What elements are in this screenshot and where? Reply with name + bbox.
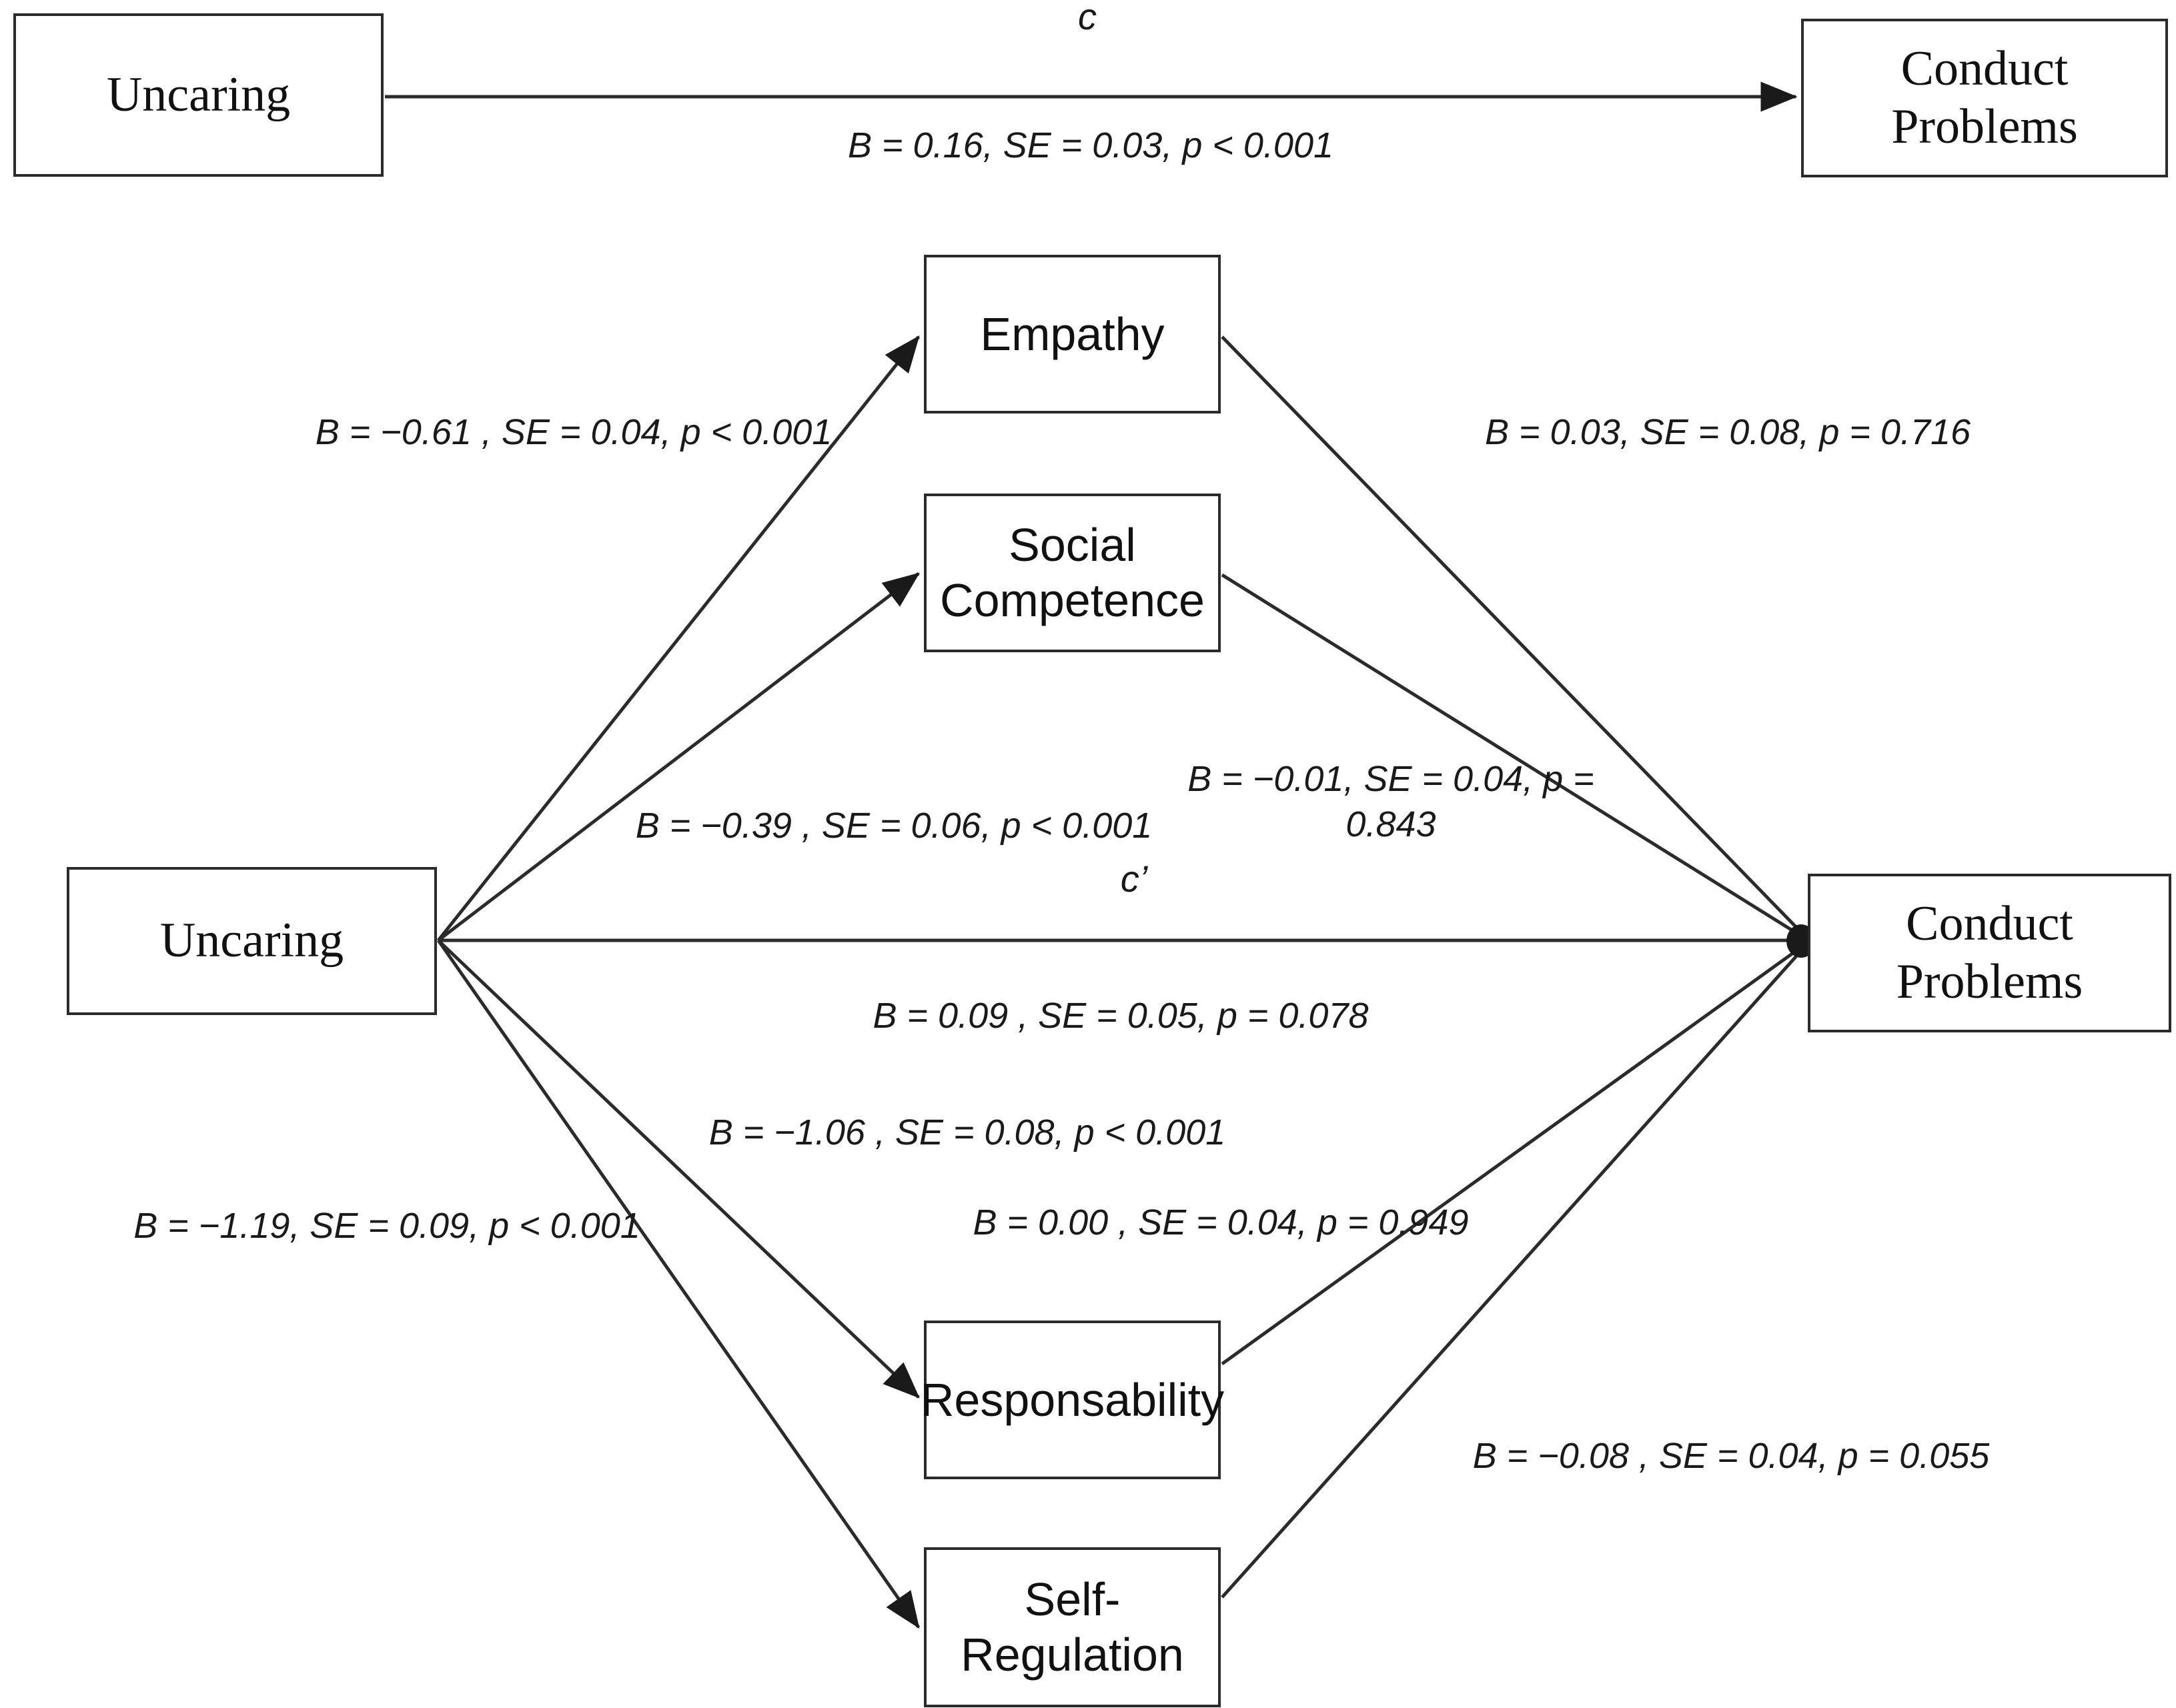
path-stats-a-empathy: B = −0.61 , SE = 0.04, p < 0.001 xyxy=(315,412,833,452)
path-stats-c: B = 0.16, SE = 0.03, p < 0.001 xyxy=(847,125,1334,165)
node-uncaring-top-label: Uncaring xyxy=(106,67,291,122)
path-stats-cprime: B = 0.09 , SE = 0.05, p = 0.078 xyxy=(873,996,1369,1036)
node-social-competence-label-line2: Competence xyxy=(940,574,1205,626)
node-social-competence[interactable]: Social Competence xyxy=(924,494,1221,652)
arrow-b-self-regulation-to-conduct xyxy=(1221,945,1806,1599)
node-empathy[interactable]: Empathy xyxy=(924,255,1221,413)
node-conduct-problems-bottom-label-line2: Problems xyxy=(1896,954,2083,1009)
node-uncaring-bottom[interactable]: Uncaring xyxy=(67,867,437,1015)
path-stats-b-social-competence-line1: B = −0.01, SE = 0.04, p = xyxy=(1187,759,1594,799)
path-label-cprime: c’ xyxy=(1120,858,1148,900)
arrow-a-uncaring-to-responsability xyxy=(437,939,920,1399)
path-label-c: c xyxy=(1078,0,1097,37)
arrow-a-uncaring-to-social-competence xyxy=(437,572,920,942)
arrow-b-empathy-to-conduct xyxy=(1221,335,1806,938)
node-self-regulation-label-line1: Self- xyxy=(1024,1573,1121,1626)
path-stats-b-social-competence: B = −0.01, SE = 0.04, p = 0.843 xyxy=(1157,757,1624,847)
node-responsability-label: Responsability xyxy=(920,1373,1225,1426)
node-conduct-problems-bottom[interactable]: Conduct Problems xyxy=(1808,874,2171,1032)
node-conduct-problems-top[interactable]: Conduct Problems xyxy=(1801,19,2168,177)
node-conduct-problems-top-label-line1: Conduct xyxy=(1900,41,2069,96)
path-stats-a-responsability: B = −1.06 , SE = 0.08, p < 0.001 xyxy=(708,1112,1226,1152)
path-stats-b-responsability: B = 0.00 , SE = 0.04, p = 0.949 xyxy=(973,1202,1469,1242)
path-stats-b-empathy: B = 0.03, SE = 0.08, p = 0.716 xyxy=(1484,412,1971,452)
path-stats-a-social-competence: B = −0.39 , SE = 0.06, p < 0.001 xyxy=(635,806,1153,846)
path-stats-a-self-regulation: B = −1.19, SE = 0.09, p < 0.001 xyxy=(133,1206,640,1246)
node-uncaring-top[interactable]: Uncaring xyxy=(13,13,384,177)
node-empathy-label: Empathy xyxy=(980,307,1165,360)
arrow-b-responsability-to-conduct xyxy=(1221,942,1806,1366)
node-social-competence-label-line1: Social xyxy=(1009,519,1136,572)
node-self-regulation[interactable]: Self- Regulation xyxy=(924,1547,1221,1707)
path-stats-b-self-regulation: B = −0.08 , SE = 0.04, p = 0.055 xyxy=(1472,1436,1990,1476)
node-uncaring-bottom-label: Uncaring xyxy=(159,913,344,968)
node-responsability[interactable]: Responsability xyxy=(920,1321,1225,1479)
path-stats-b-social-competence-line2: 0.843 xyxy=(1345,804,1436,844)
arrow-a-uncaring-to-self-regulation xyxy=(436,939,921,1629)
node-conduct-problems-bottom-label-line1: Conduct xyxy=(1906,896,2073,951)
arrow-a-uncaring-to-empathy xyxy=(437,335,920,942)
node-self-regulation-label-line2: Regulation xyxy=(961,1629,1184,1681)
node-conduct-problems-top-label-line2: Problems xyxy=(1891,99,2078,154)
arrow-b-social-competence-to-conduct xyxy=(1221,573,1806,940)
